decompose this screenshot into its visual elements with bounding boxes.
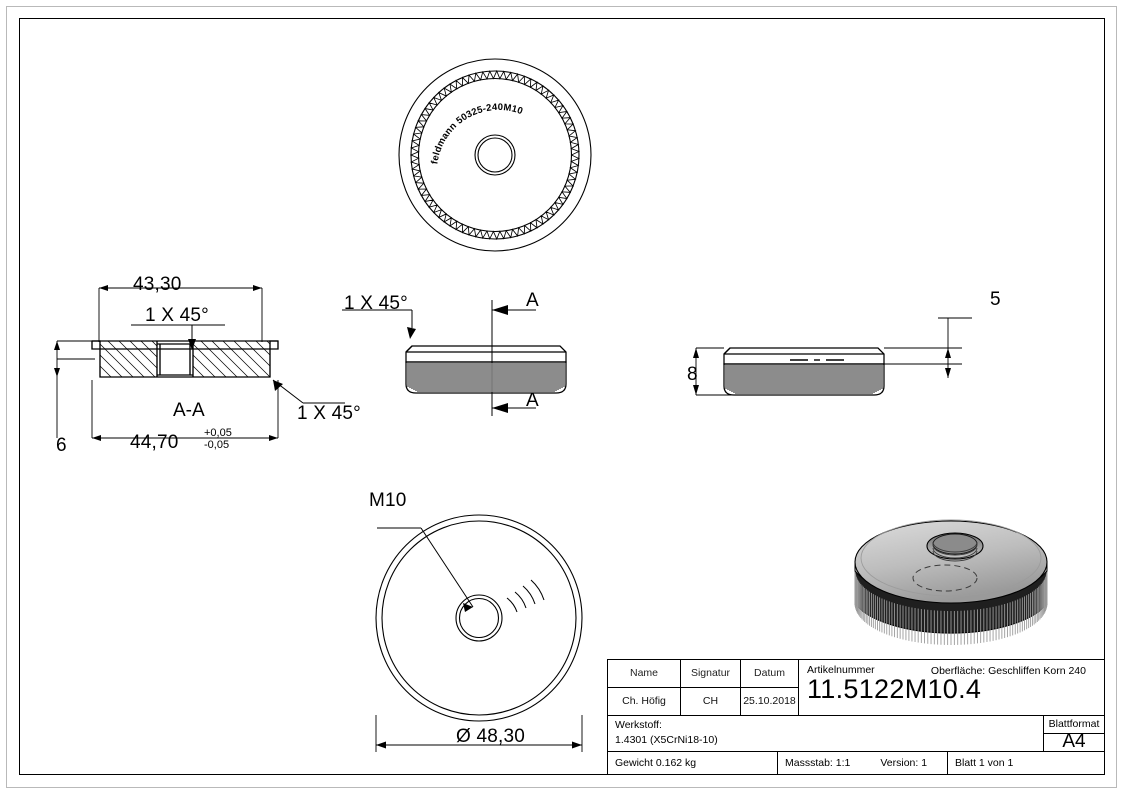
- view-side-elevation: [680, 290, 980, 420]
- view-section-aa: [35, 270, 345, 470]
- thread-label-m10: M10: [369, 490, 407, 511]
- view-top-plan: feldmann 50325-240M10: [395, 55, 595, 255]
- cell-blattformat: Blattformat A4: [1044, 716, 1104, 753]
- view-front-elevation: [340, 288, 610, 428]
- sheet-border-outer: [6, 6, 1117, 788]
- cell-werkstoff: Werkstoff: 1.4301 (X5CrNi18-10): [608, 716, 1044, 751]
- dim-height-6: 6: [56, 435, 67, 456]
- header-artikelnummer: Artikelnummer: [807, 664, 875, 676]
- dim-top-width: 43,30: [133, 274, 182, 295]
- cell-artikelnummer: Artikelnummer 11.5122M10.4 Oberfläche: G…: [799, 660, 1104, 715]
- title-block-row-material: Werkstoff: 1.4301 (X5CrNi18-10) Blattfor…: [608, 716, 1104, 752]
- value-version: Version: 1: [880, 757, 928, 769]
- tolerance-plus: +0,05: [204, 427, 232, 439]
- dim-plate-thickness-5: 5: [990, 289, 1001, 310]
- title-block-row-footer: Gewicht 0.162 kg Massstab: 1:1 Version: …: [608, 752, 1104, 774]
- sheet-border-inner: [19, 18, 1105, 775]
- value-artikelnummer: 11.5122M10.4: [807, 674, 982, 704]
- header-blattformat: Blattformat: [1044, 716, 1104, 734]
- value-signatur: CH: [702, 695, 719, 708]
- value-blattformat: A4: [1062, 731, 1086, 753]
- dim-tolerance: +0,05 -0,05: [204, 427, 232, 451]
- cell-gewicht: Gewicht 0.162 kg: [608, 752, 778, 774]
- header-signatur: Signatur: [681, 660, 740, 688]
- dim-overall-width: 44,70: [130, 432, 179, 453]
- header-werkstoff: Werkstoff:: [615, 719, 662, 731]
- value-massstab: Massstab: 1:1: [785, 757, 851, 769]
- header-datum: Datum: [741, 660, 798, 688]
- cell-massstab-version: Massstab: 1:1 Version: 1: [778, 752, 948, 774]
- value-blatt: Blatt 1 von 1: [955, 757, 1014, 769]
- section-arrow-label-top: A: [526, 290, 539, 311]
- tolerance-minus: -0,05: [204, 438, 230, 451]
- cell-blatt: Blatt 1 von 1: [948, 752, 1104, 774]
- dim-diameter: Ø 48,30: [456, 726, 526, 747]
- view-bottom-plan: [355, 500, 605, 765]
- header-name: Name: [608, 660, 680, 688]
- cell-name: Name Ch. Höfig: [608, 660, 681, 715]
- title-block: Name Ch. Höfig Signatur CH Datum 25.10.2…: [607, 659, 1105, 775]
- dim-chamfer-top: 1 X 45°: [145, 305, 209, 326]
- view-isometric-render: [845, 478, 1065, 653]
- top-view-part-label: feldmann 50325-240M10: [429, 102, 524, 165]
- dim-chamfer-bottom: 1 X 45°: [297, 403, 361, 424]
- title-block-row-identity: Name Ch. Höfig Signatur CH Datum 25.10.2…: [608, 660, 1104, 716]
- value-name: Ch. Höfig: [622, 695, 666, 708]
- value-oberflaeche: Oberfläche: Geschliffen Korn 240: [930, 665, 1086, 677]
- dim-front-chamfer: 1 X 45°: [344, 293, 408, 314]
- cell-signatur: Signatur CH: [681, 660, 741, 715]
- value-datum: 25.10.2018: [743, 695, 796, 708]
- value-gewicht: Gewicht 0.162 kg: [615, 757, 697, 769]
- section-arrow-label-bottom: A: [526, 390, 539, 411]
- value-werkstoff: 1.4301 (X5CrNi18-10): [615, 734, 718, 746]
- section-label-aa: A-A: [173, 400, 205, 421]
- cell-datum: Datum 25.10.2018: [741, 660, 799, 715]
- dim-total-height-8: 8: [687, 364, 698, 385]
